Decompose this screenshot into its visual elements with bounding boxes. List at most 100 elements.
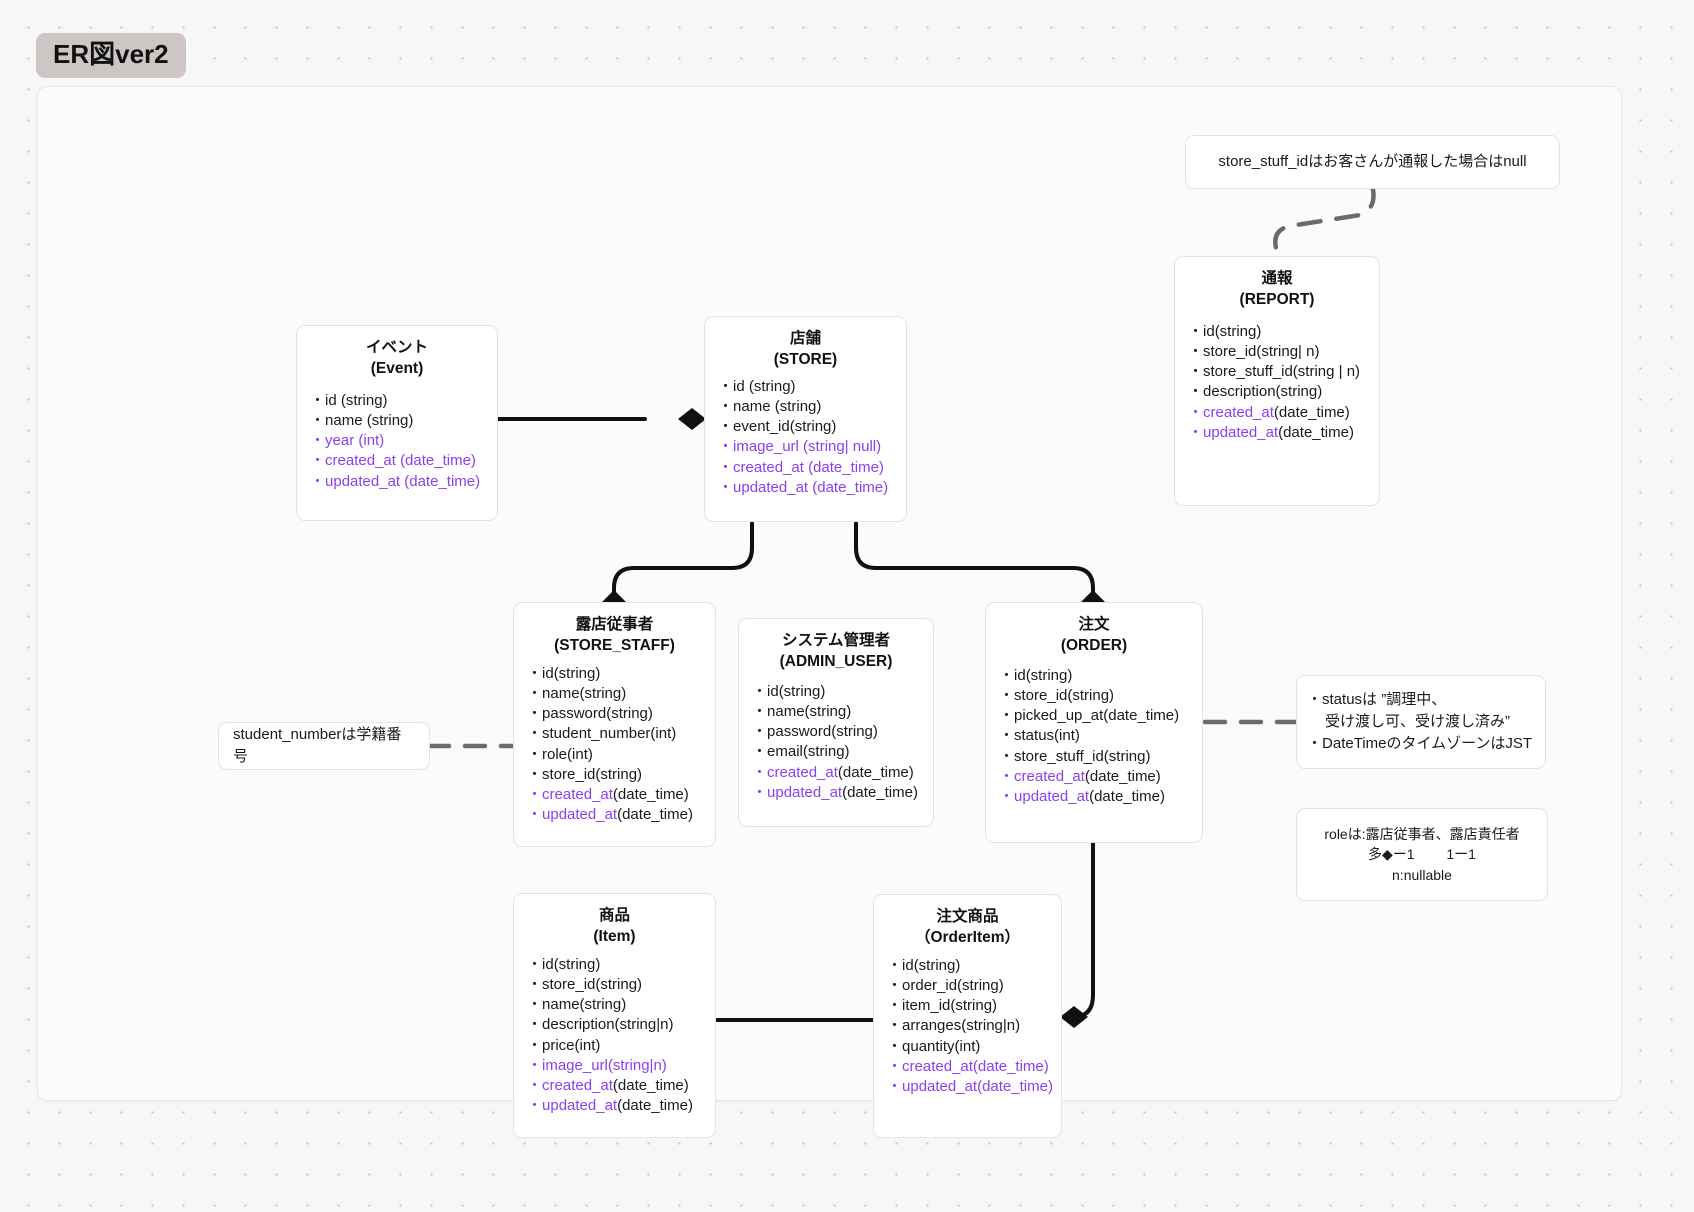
field: id (string): [314, 391, 497, 411]
note-legend-line3: n:nullable: [1392, 866, 1452, 883]
field: created_at (date_time): [722, 458, 906, 478]
field: email(string): [756, 742, 933, 762]
field: created_at(date_time): [756, 763, 933, 783]
entity-item-fields: id(string) store_id(string) name(string)…: [514, 955, 715, 1116]
field: updated_at(date_time): [531, 1096, 715, 1116]
field: id(string): [531, 664, 715, 684]
entity-report-title-en: (REPORT): [1239, 290, 1315, 308]
entity-store-staff[interactable]: 露店従事者 (STORE_STAFF) id(string) name(stri…: [513, 602, 716, 847]
entity-admin-user-fields: id(string) name(string) password(string)…: [739, 682, 933, 803]
field: student_number(int): [531, 724, 715, 744]
field: updated_at (date_time): [314, 472, 497, 492]
entity-admin-user-title: システム管理者 (ADMIN_USER): [739, 631, 933, 673]
field: store_stuff_id(string): [1003, 747, 1202, 767]
entity-event-fields: id (string) name (string) year (int) cre…: [297, 391, 497, 492]
entity-store-fields: id (string) name (string) event_id(strin…: [705, 377, 906, 498]
field: id(string): [531, 955, 715, 975]
field: name(string): [531, 684, 715, 704]
field: year (int): [314, 431, 497, 451]
entity-report-title-jp: 通報: [1261, 270, 1293, 287]
entity-admin-user-title-en: (ADMIN_USER): [779, 652, 893, 670]
entity-store[interactable]: 店舗 (STORE) id (string) name (string) eve…: [704, 316, 907, 522]
entity-store-staff-title: 露店従事者 (STORE_STAFF): [514, 615, 715, 657]
field: image_url(string|n): [531, 1056, 715, 1076]
entity-item[interactable]: 商品 (Item) id(string) store_id(string) na…: [513, 893, 716, 1138]
field: name (string): [722, 397, 906, 417]
field: store_stuff_id(string | n): [1192, 362, 1379, 382]
field: name (string): [314, 411, 497, 431]
note-legend-line2: 多◆ー1 1ー1: [1324, 844, 1519, 864]
note-status-line1: statusは ”調理中、: [1311, 689, 1532, 711]
field: updated_at(date_time): [531, 805, 715, 825]
field: role(int): [531, 745, 715, 765]
field: id(string): [1003, 666, 1202, 686]
entity-order[interactable]: 注文 (ORDER) id(string) store_id(string) p…: [985, 602, 1203, 843]
entity-order-title-jp: 注文: [1078, 616, 1110, 633]
note-status: statusは ”調理中、 受け渡し可、受け渡し済み” DateTimeのタイム…: [1296, 675, 1546, 769]
entity-store-staff-title-en: (STORE_STAFF): [554, 636, 675, 654]
entity-order-item[interactable]: 注文商品 （OrderItem） id(string) order_id(str…: [873, 894, 1062, 1138]
field: store_id(string| n): [1192, 342, 1379, 362]
entity-event-title-en: (Event): [370, 359, 424, 377]
note-student-number-text: student_numberは学籍番号: [233, 726, 402, 765]
field: created_at(date_time): [531, 785, 715, 805]
note-status-line3: DateTimeのタイムゾーンはJST: [1311, 733, 1532, 755]
entity-order-item-title-en: （OrderItem）: [914, 928, 1021, 946]
field: store_id(string): [531, 975, 715, 995]
note-legend-cardinality-one-one: 1ー1: [1446, 846, 1476, 863]
field: updated_at(date_time): [891, 1077, 1061, 1097]
field: event_id(string): [722, 417, 906, 437]
entity-store-title: 店舗 (STORE): [705, 329, 906, 371]
note-report-store-stuff: store_stuff_idはお客さんが通報した場合はnull: [1185, 135, 1560, 189]
field: status(int): [1003, 726, 1202, 746]
field: id(string): [756, 682, 933, 702]
entity-store-staff-fields: id(string) name(string) password(string)…: [514, 664, 715, 825]
note-report-text: store_stuff_idはお客さんが通報した場合はnull: [1218, 153, 1527, 171]
field: quantity(int): [891, 1037, 1061, 1057]
field: name(string): [756, 702, 933, 722]
diagram-frame: [37, 86, 1622, 1101]
field: image_url (string| null): [722, 437, 906, 457]
entity-store-title-en: (STORE): [773, 350, 838, 368]
field: order_id(string): [891, 976, 1061, 996]
field: item_id(string): [891, 996, 1061, 1016]
field: password(string): [531, 704, 715, 724]
entity-order-fields: id(string) store_id(string) picked_up_at…: [986, 666, 1202, 807]
field: id(string): [1192, 322, 1379, 342]
field: id(string): [891, 956, 1061, 976]
entity-report-fields: id(string) store_id(string| n) store_stu…: [1175, 322, 1379, 443]
field: created_at(date_time): [891, 1057, 1061, 1077]
field: store_id(string): [1003, 686, 1202, 706]
field: picked_up_at(date_time): [1003, 706, 1202, 726]
entity-event-title-jp: イベント: [365, 339, 428, 356]
field: updated_at(date_time): [756, 783, 933, 803]
field: created_at (date_time): [314, 451, 497, 471]
entity-order-title: 注文 (ORDER): [986, 615, 1202, 657]
field: description(string): [1192, 382, 1379, 402]
note-legend-cardinality-many-one: 多◆ー1: [1368, 846, 1415, 863]
note-student-number: student_numberは学籍番号: [218, 722, 430, 770]
field: store_id(string): [531, 765, 715, 785]
entity-admin-user-title-jp: システム管理者: [781, 632, 891, 649]
field: description(string|n): [531, 1015, 715, 1035]
entity-report[interactable]: 通報 (REPORT) id(string) store_id(string| …: [1174, 256, 1380, 506]
entity-report-title: 通報 (REPORT): [1175, 269, 1379, 311]
field: password(string): [756, 722, 933, 742]
field: created_at(date_time): [1003, 767, 1202, 787]
field: updated_at(date_time): [1003, 787, 1202, 807]
field: arranges(string|n): [891, 1016, 1061, 1036]
note-status-line2: 受け渡し可、受け渡し済み”: [1325, 713, 1510, 731]
entity-store-staff-title-jp: 露店従事者: [575, 616, 654, 633]
field: updated_at(date_time): [1192, 423, 1379, 443]
entity-event[interactable]: イベント (Event) id (string) name (string) y…: [296, 325, 498, 521]
field: updated_at (date_time): [722, 478, 906, 498]
entity-item-title: 商品 (Item): [514, 906, 715, 948]
entity-item-title-en: (Item): [593, 927, 636, 945]
note-legend: roleは:露店従事者、露店責任者 多◆ー1 1ー1 n:nullable: [1296, 808, 1548, 901]
note-status-list: statusは ”調理中、 受け渡し可、受け渡し済み” DateTimeのタイム…: [1311, 689, 1532, 754]
entity-order-item-title: 注文商品 （OrderItem）: [874, 907, 1061, 949]
field: id (string): [722, 377, 906, 397]
entity-admin-user[interactable]: システム管理者 (ADMIN_USER) id(string) name(str…: [738, 618, 934, 827]
field: created_at(date_time): [1192, 403, 1379, 423]
page-title: ER図ver2: [36, 33, 186, 78]
